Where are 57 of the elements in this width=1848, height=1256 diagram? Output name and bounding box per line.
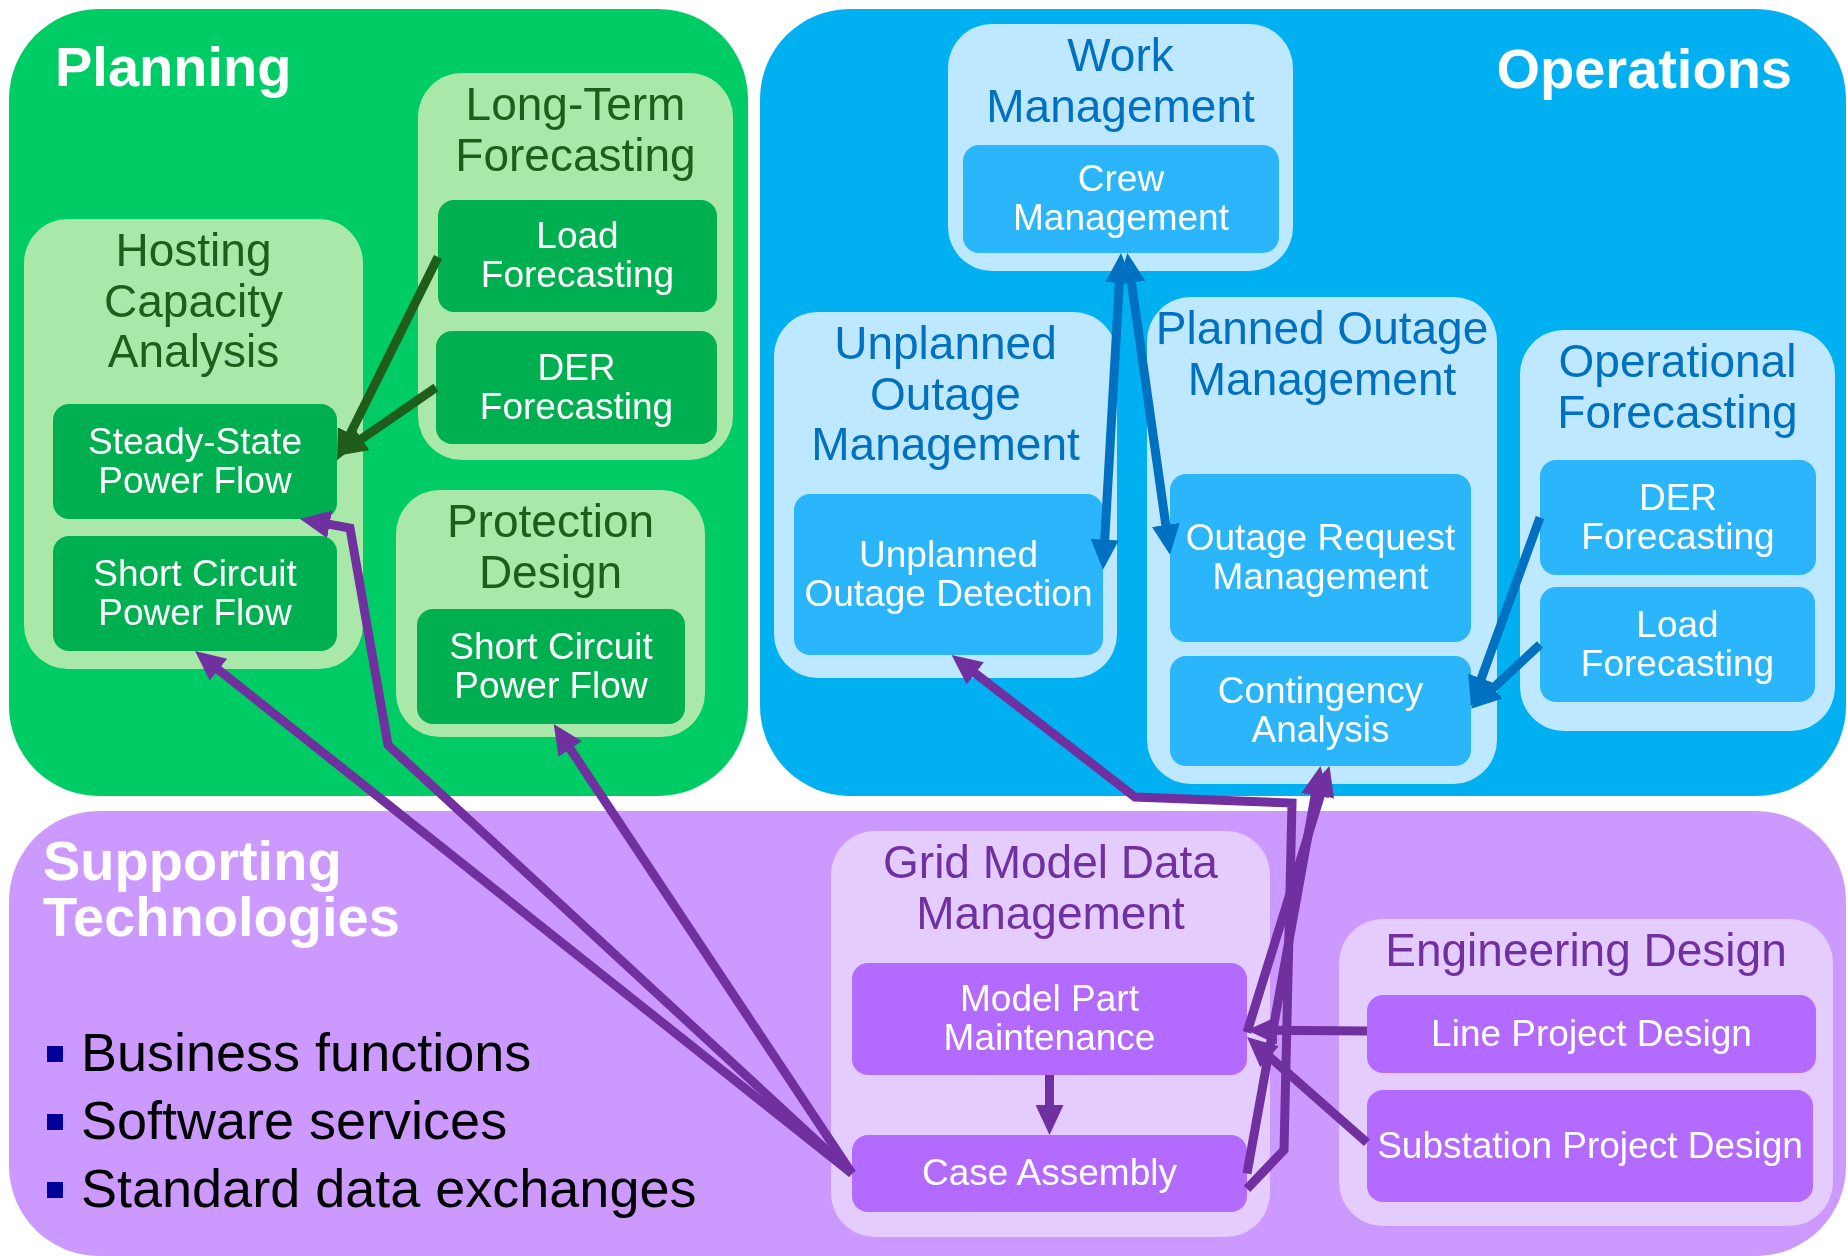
function-title: Protection Design xyxy=(445,496,656,598)
service-box xyxy=(1170,474,1471,642)
domain-panel xyxy=(9,811,1846,1256)
bullet-item: Business functions xyxy=(47,1018,532,1086)
service-label: Contingency Analysis xyxy=(1216,672,1425,750)
function-panel xyxy=(1147,297,1497,784)
function-panel xyxy=(774,312,1117,678)
function-panel xyxy=(396,490,705,737)
bullet-item: Standard data exchanges xyxy=(47,1154,697,1222)
arrow xyxy=(1035,1075,1064,1135)
service-box xyxy=(417,609,685,724)
service-label: Case Assembly xyxy=(921,1154,1178,1193)
service-label: Load Forecasting xyxy=(1579,605,1776,684)
function-panel xyxy=(1520,330,1835,731)
service-box xyxy=(794,494,1103,655)
service-label: Short Circuit Power Flow xyxy=(92,554,298,633)
service-box xyxy=(53,404,337,519)
service-box xyxy=(53,536,337,651)
service-box xyxy=(963,145,1279,253)
function-title: Unplanned Outage Management xyxy=(810,318,1081,470)
function-title: Planned Outage Management xyxy=(1154,303,1490,405)
function-panel xyxy=(1339,919,1833,1226)
bullet-item: Software services xyxy=(47,1086,508,1154)
function-panel xyxy=(24,219,363,669)
service-box xyxy=(1540,587,1815,702)
service-label: Steady-State Power Flow xyxy=(87,422,303,501)
function-panel xyxy=(831,831,1270,1237)
function-title: Operational Forecasting xyxy=(1556,336,1799,438)
service-label: DER Forecasting xyxy=(478,348,675,427)
service-box xyxy=(1540,460,1816,575)
domain-panel xyxy=(9,9,748,796)
function-title: Work Management xyxy=(985,30,1256,132)
service-box xyxy=(438,200,717,312)
service-label: Crew Management xyxy=(1012,160,1230,238)
domain-panel xyxy=(760,9,1846,796)
function-panel xyxy=(418,73,733,460)
service-label: Model Part Maintenance xyxy=(942,980,1157,1058)
function-title: Engineering Design xyxy=(1384,925,1788,976)
service-label: Outage Request Management xyxy=(1184,519,1457,597)
service-label: Load Forecasting xyxy=(479,217,676,295)
service-box xyxy=(852,1135,1247,1212)
function-title: Long-Term Forecasting xyxy=(454,79,697,181)
function-title: Hosting Capacity Analysis xyxy=(103,225,284,377)
service-label: Line Project Design xyxy=(1430,1014,1753,1054)
service-label: Unplanned Outage Detection xyxy=(803,535,1094,614)
service-label: DER Forecasting xyxy=(1580,478,1776,557)
service-box xyxy=(1367,995,1816,1073)
service-box xyxy=(852,963,1247,1075)
service-label: Substation Project Design xyxy=(1376,1126,1804,1166)
arrow xyxy=(1242,764,1335,1034)
function-panel xyxy=(948,24,1293,271)
service-box xyxy=(1367,1090,1813,1202)
arrow xyxy=(1242,765,1329,1175)
service-box xyxy=(436,331,717,444)
service-box xyxy=(1170,656,1471,766)
function-title: Grid Model Data Management xyxy=(882,837,1219,939)
service-label: Short Circuit Power Flow xyxy=(448,627,654,706)
